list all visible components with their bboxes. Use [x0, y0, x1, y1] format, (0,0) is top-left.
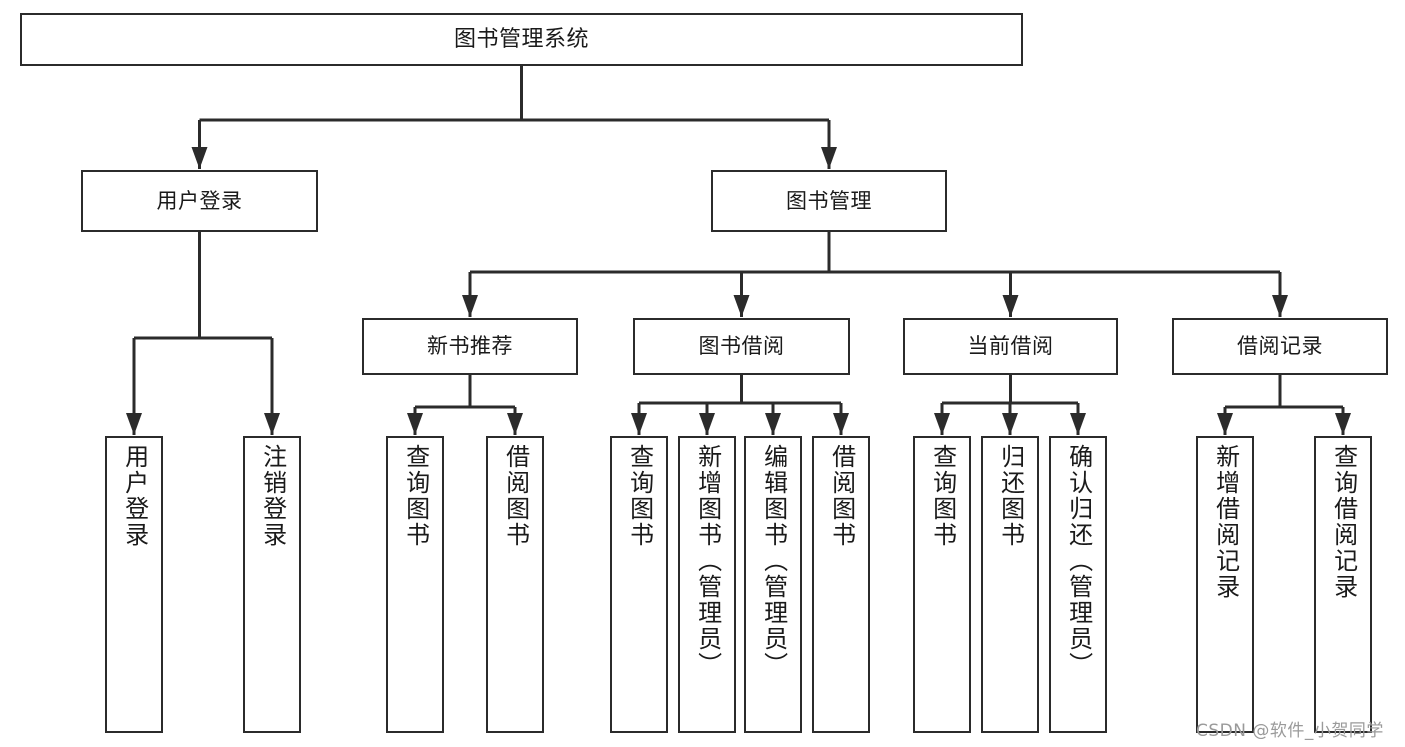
node-label: 图书借阅 [698, 334, 785, 359]
node-label: 新增借阅记录 [1211, 444, 1240, 600]
node-leaf-11: 确认归还（管理员） [1049, 436, 1107, 733]
node-borrow: 图书借阅 [633, 318, 850, 375]
arrowhead-icon [631, 413, 647, 435]
arrowhead-icon [1335, 413, 1351, 435]
node-label: 借阅记录 [1237, 334, 1323, 359]
node-leaf-9: 查询图书 [913, 436, 971, 733]
node-label: 注销登录 [258, 444, 287, 548]
arrowhead-icon [1070, 413, 1086, 435]
arrowhead-icon [507, 413, 523, 435]
arrowhead-icon [821, 147, 837, 169]
node-leaf-5: 查询图书 [610, 436, 668, 733]
arrowhead-icon [1272, 295, 1288, 317]
arrowhead-icon [733, 295, 750, 317]
arrowhead-icon [1002, 295, 1019, 317]
node-bookmgmt: 图书管理 [711, 170, 947, 232]
node-leaf-7: 编辑图书（管理员） [744, 436, 802, 733]
watermark-text: CSDN @软件_小贺同学 [1196, 721, 1384, 741]
node-label: 编辑图书（管理员） [759, 444, 788, 678]
node-leaf-12: 新增借阅记录 [1196, 436, 1254, 733]
node-records: 借阅记录 [1172, 318, 1388, 375]
node-label: 当前借阅 [967, 334, 1054, 359]
arrowhead-icon [1002, 413, 1018, 435]
node-leaf-1: 用户登录 [105, 436, 163, 733]
node-label: 用户登录 [156, 188, 243, 213]
node-label: 归还图书 [996, 444, 1025, 548]
arrowhead-icon [1217, 413, 1233, 435]
arrowhead-icon [765, 413, 781, 435]
arrowhead-icon [264, 413, 280, 435]
node-label: 查询图书 [928, 444, 957, 548]
node-label: 新增图书（管理员） [693, 444, 722, 678]
arrowhead-icon [934, 413, 950, 435]
node-label: 图书管理系统 [453, 26, 589, 52]
node-leaf-6: 新增图书（管理员） [678, 436, 736, 733]
node-leaf-10: 归还图书 [981, 436, 1039, 733]
node-label: 借阅图书 [501, 444, 530, 548]
arrowhead-icon [699, 413, 715, 435]
arrowhead-icon [191, 147, 208, 169]
node-label: 用户登录 [120, 444, 149, 548]
node-current: 当前借阅 [903, 318, 1118, 375]
node-label: 借阅图书 [827, 444, 856, 548]
node-label: 确认归还（管理员） [1064, 444, 1093, 678]
node-newbook: 新书推荐 [362, 318, 578, 375]
node-leaf-13: 查询借阅记录 [1314, 436, 1372, 733]
node-leaf-8: 借阅图书 [812, 436, 870, 733]
node-leaf-4: 借阅图书 [486, 436, 544, 733]
arrowhead-icon [833, 413, 849, 435]
node-leaf-3: 查询图书 [386, 436, 444, 733]
node-root: 图书管理系统 [20, 13, 1023, 66]
arrowhead-icon [462, 295, 478, 317]
node-label: 新书推荐 [427, 334, 513, 359]
node-label: 查询图书 [401, 444, 430, 548]
node-leaf-2: 注销登录 [243, 436, 301, 733]
node-label: 图书管理 [786, 188, 872, 213]
node-login: 用户登录 [81, 170, 318, 232]
arrowhead-icon [407, 413, 423, 435]
arrowhead-icon [126, 413, 142, 435]
node-label: 查询图书 [625, 444, 654, 548]
node-label: 查询借阅记录 [1329, 444, 1358, 600]
